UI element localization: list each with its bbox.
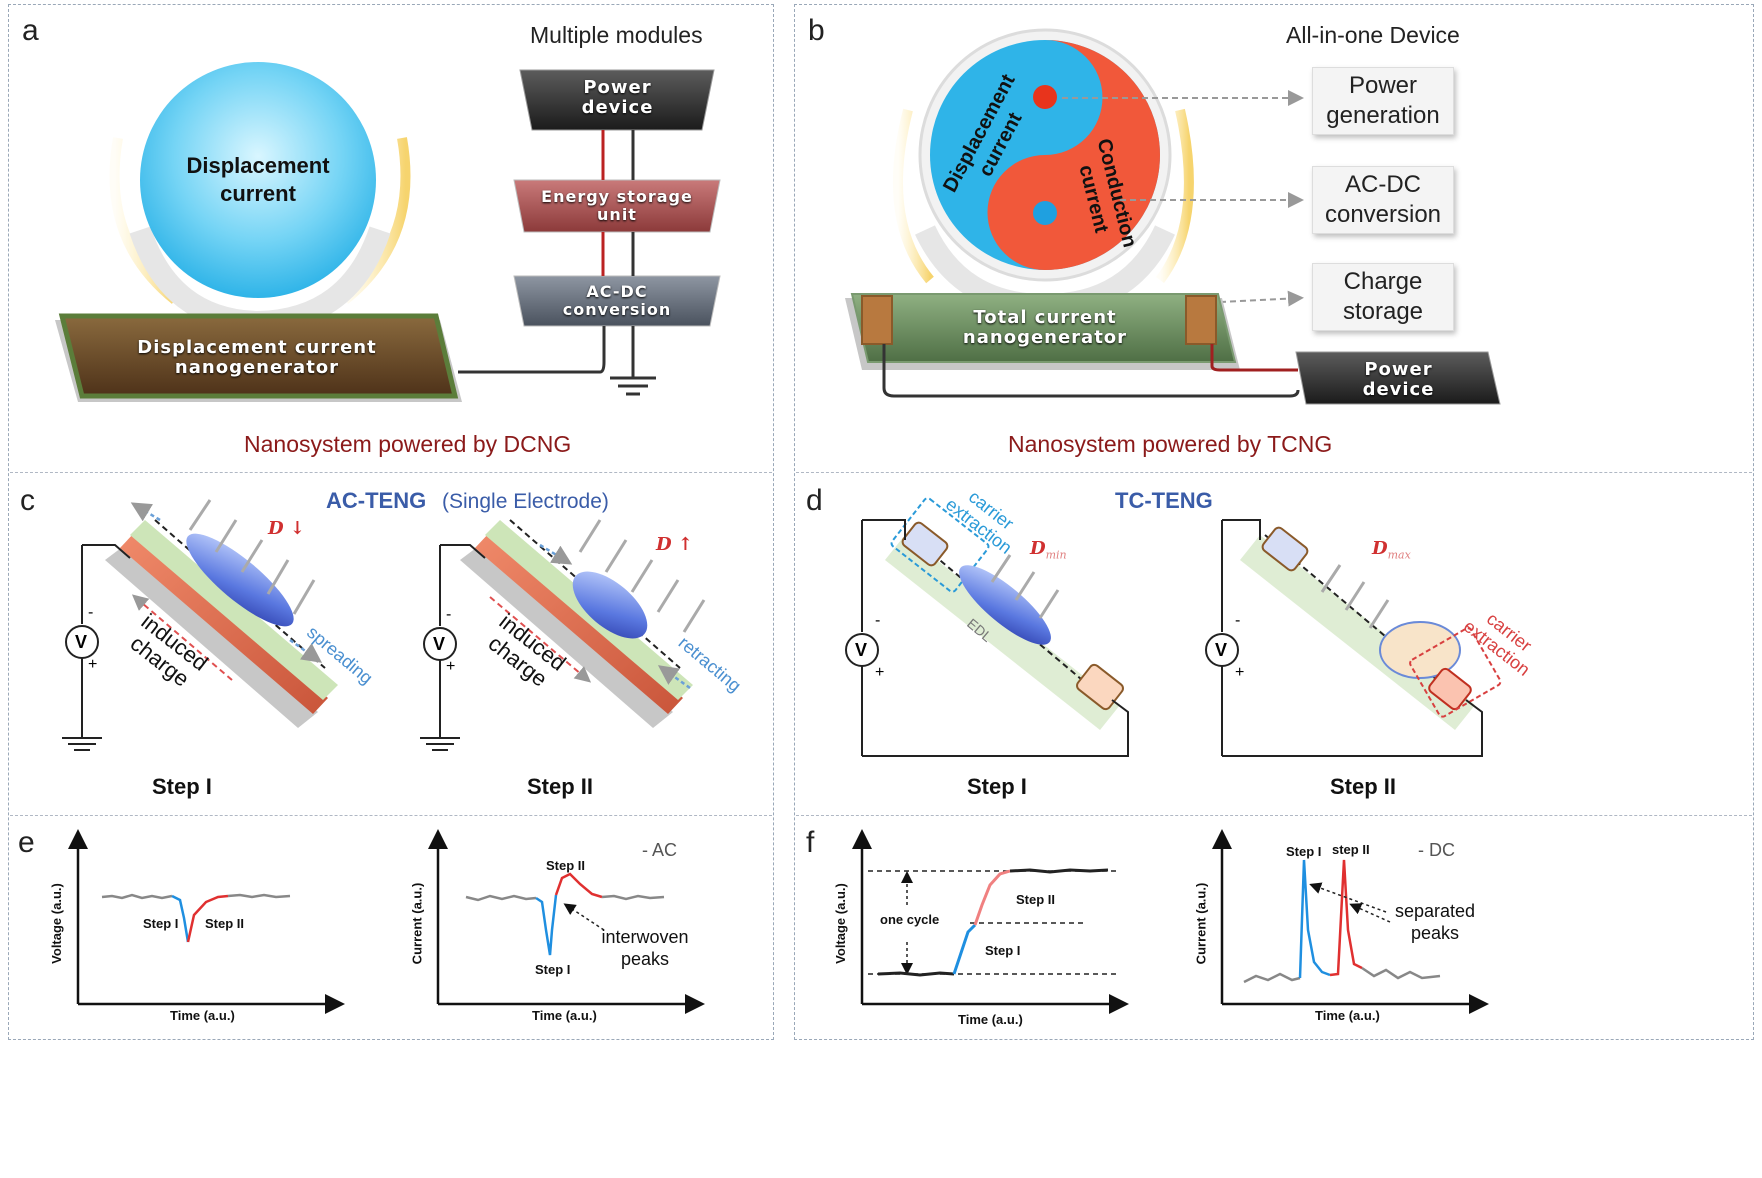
panel-letter-c: c xyxy=(20,484,35,517)
panel-letter-e: e xyxy=(18,826,35,859)
dc-tag: - DC xyxy=(1418,840,1455,860)
voltmeter-2: V xyxy=(433,634,446,654)
panel-b-graphics xyxy=(845,28,1501,405)
panel-d-graphics xyxy=(845,497,1502,757)
e-step1-b: Step I xyxy=(535,962,571,977)
e-xlabel-1: Time (a.u.) xyxy=(170,1008,235,1023)
e-xlabel-2: Time (a.u.) xyxy=(532,1008,597,1023)
minus-1: - xyxy=(88,604,94,621)
panel-e-graphics xyxy=(68,829,705,1014)
panel-letter-a: a xyxy=(22,14,39,47)
module-power-device: Power device xyxy=(581,77,654,118)
panel-letter-f: f xyxy=(806,826,815,859)
d-step-2: Step II xyxy=(1330,774,1397,799)
displacement-current-label: Displacement current xyxy=(186,153,330,206)
d-step-1: Step I xyxy=(967,774,1027,799)
b-power-device: Power device xyxy=(1362,359,1435,400)
f-step2-a: Step II xyxy=(1016,892,1056,907)
separated-peaks: separated peaks xyxy=(1394,901,1476,943)
f-step2-b: step II xyxy=(1332,842,1370,857)
ac-teng-subtitle: (Single Electrode) xyxy=(442,490,609,513)
dcng-label: Displacement current nanogenerator xyxy=(137,337,377,378)
tc-teng-step2 xyxy=(1205,519,1502,757)
ac-tag: - AC xyxy=(642,840,678,860)
box-power-generation: Power generation xyxy=(1312,67,1454,135)
d-down-label: D ↓ xyxy=(268,518,305,539)
module-energy-storage: Energy storage unit xyxy=(541,187,693,224)
one-cycle: one cycle xyxy=(880,912,940,927)
plus-2: + xyxy=(446,658,456,675)
divider-ce xyxy=(10,815,772,816)
panel-b-header: All-in-one Device xyxy=(1286,22,1460,48)
divider-df xyxy=(796,815,1752,816)
e-step2-a: Step II xyxy=(205,916,245,931)
f-ylabel-1: Voltage (a.u.) xyxy=(832,883,848,964)
panel-c-graphics xyxy=(62,499,706,751)
ac-teng-step1 xyxy=(62,499,338,751)
e-ylabel-1: Voltage (a.u.) xyxy=(48,883,64,964)
d-minus-1: - xyxy=(875,612,881,629)
f-xlabel-1: Time (a.u.) xyxy=(958,1012,1023,1027)
d-voltmeter-2: V xyxy=(1215,640,1228,660)
panel-f-graphics xyxy=(852,829,1489,1014)
d-min-label: Dmin xyxy=(1030,538,1067,562)
displacement-current-sphere xyxy=(140,62,376,298)
divider-bd xyxy=(796,472,1752,473)
voltmeter-1: V xyxy=(75,632,88,652)
panel-letter-b: b xyxy=(808,14,825,47)
d-plus-1: + xyxy=(875,664,885,681)
box-ac-dc: AC-DC conversion xyxy=(1312,166,1454,234)
tc-teng-title: TC-TENG xyxy=(1115,488,1213,513)
box-charge-storage: Charge storage xyxy=(1312,263,1454,331)
f-ylabel-2: Current (a.u.) xyxy=(1193,882,1209,965)
d-voltmeter-1: V xyxy=(855,640,868,660)
ac-teng-step2 xyxy=(420,519,706,751)
ac-teng-title: AC-TENG xyxy=(326,488,427,513)
c-step-2: Step II xyxy=(527,774,594,799)
plus-1: + xyxy=(88,656,98,673)
module-ac-dc: AC-DC conversion xyxy=(562,282,672,319)
panel-frame-right xyxy=(794,4,1754,1040)
e-step2-b: Step II xyxy=(546,858,586,873)
panel-letter-d: d xyxy=(806,484,823,517)
d-up-label: D ↑ xyxy=(656,534,693,555)
e-ylabel-2: Current (a.u.) xyxy=(409,882,425,965)
minus-2: - xyxy=(446,606,452,623)
panel-a-graphics xyxy=(55,62,721,402)
panel-a-header: Multiple modules xyxy=(530,22,703,48)
f-xlabel-2: Time (a.u.) xyxy=(1315,1008,1380,1023)
c-step-1: Step I xyxy=(152,774,212,799)
tcng-label: Total current nanogenerator xyxy=(962,307,1128,348)
e-step1-a: Step I xyxy=(143,916,179,931)
f-step1-a: Step I xyxy=(985,943,1021,958)
tc-teng-step1 xyxy=(845,497,1129,757)
d-plus-2: + xyxy=(1235,664,1245,681)
panel-b-caption: Nanosystem powered by TCNG xyxy=(1008,431,1333,457)
panel-a-caption: Nanosystem powered by DCNG xyxy=(244,431,572,457)
d-max-label: Dmax xyxy=(1372,538,1411,562)
f-step1-b: Step I xyxy=(1286,844,1322,859)
d-minus-2: - xyxy=(1235,612,1241,629)
interwoven-peaks: interwoven peaks xyxy=(601,927,689,969)
panel-frame-left xyxy=(8,4,774,1040)
divider-ac xyxy=(10,472,772,473)
